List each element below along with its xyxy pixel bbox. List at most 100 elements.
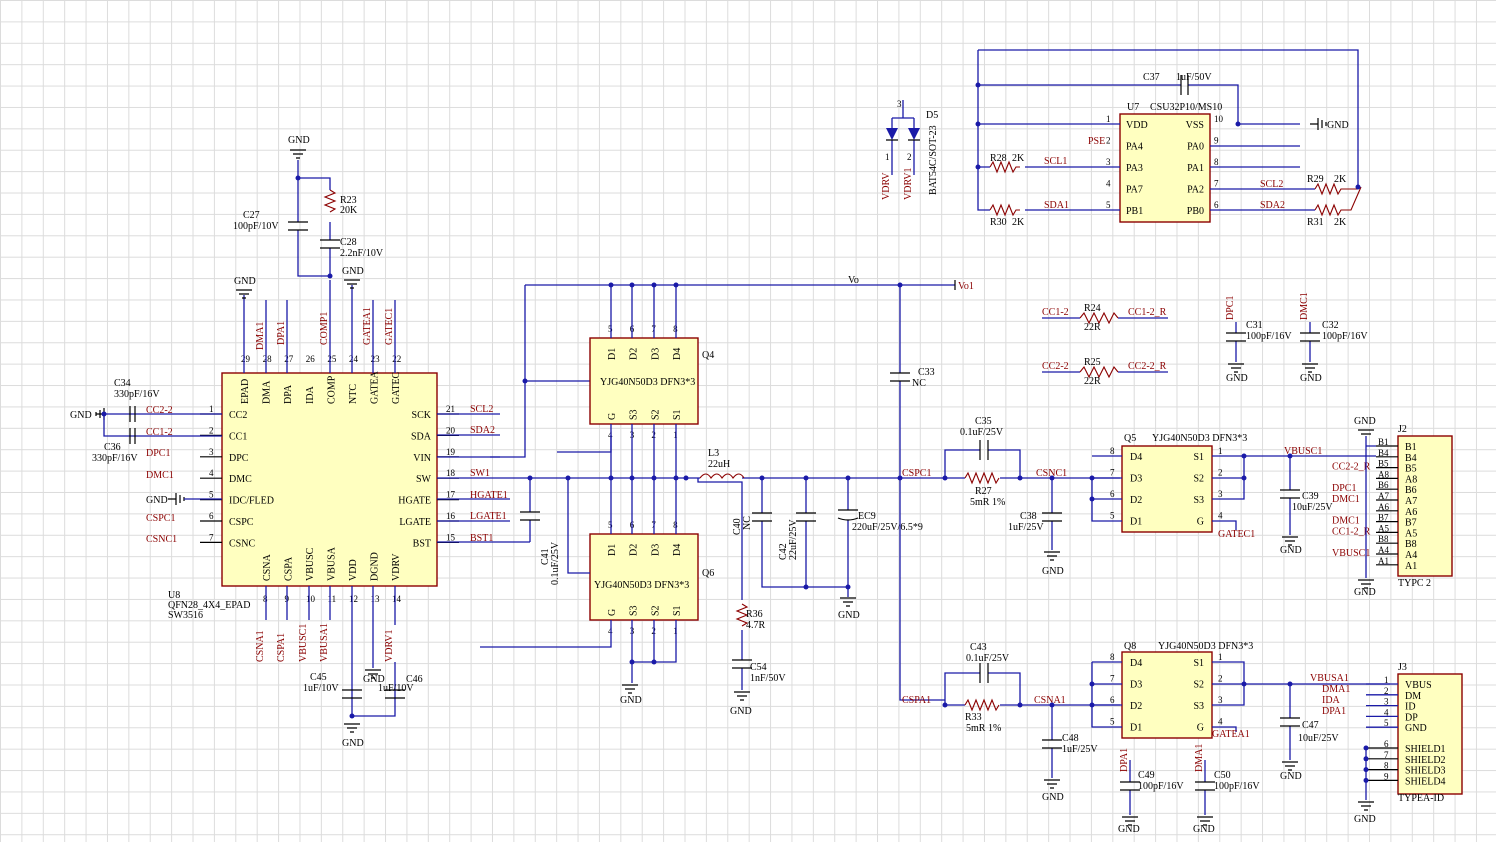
mos-pin-d3: D3: [650, 544, 661, 556]
a-port-current-sense: CSPA1 CSNA1 C43 0.1uF/25V R33 5mR 1% C48…: [902, 642, 1120, 803]
gnd-label-j3: GND: [1354, 814, 1376, 825]
mos-pin-d2: D2: [629, 348, 640, 360]
net-cc2-2r: CC2-2_R: [1128, 361, 1167, 372]
u8-pin-num: 14: [392, 594, 402, 604]
net-hgate1: HGATE1: [470, 490, 508, 501]
r36-ref: R36: [746, 609, 763, 620]
u7-pin-num: 10: [1214, 114, 1224, 124]
mos-pin-d2: D2: [629, 544, 640, 556]
u8-pin-num: 29: [241, 354, 251, 364]
r28-resistor: [989, 160, 1020, 174]
u8-left-nets: CC2-2 CC1-2 DPC1 DMC1 CSPC1 CSNC1 GND GN…: [70, 378, 222, 545]
c54-ref: C54: [750, 662, 767, 673]
c43-ref: C43: [970, 642, 987, 653]
c48-value: 1uF/25V: [1062, 744, 1098, 755]
q8-part: YJG40N50D3 DFN3*3: [1158, 641, 1253, 652]
c39-ref: C39: [1302, 491, 1319, 502]
mos-pin-d3: D3: [1130, 474, 1142, 485]
q6-part: YJG40N50D3 DFN3*3: [594, 580, 689, 591]
r24-resistor: [1079, 311, 1119, 325]
j3-pin-num: 4: [1384, 707, 1389, 717]
j2-pin-b1: B1: [1405, 442, 1417, 453]
comp-network: GND R23 20K C27 100pF/10V C28 2.2nF/10V: [233, 135, 384, 279]
u7-pin-num: 8: [1214, 157, 1219, 167]
j2-pin-a5: A5: [1405, 528, 1417, 539]
gnd-label-ntc: GND: [342, 266, 364, 277]
u8-pin-num: 3: [209, 447, 214, 457]
net-csna1: CSNA1: [255, 630, 266, 662]
u8-pin-gatea: GATEA: [370, 370, 381, 404]
u8-pin-num: 25: [327, 354, 337, 364]
net-cc1-2r: CC1-2_R: [1128, 307, 1167, 318]
u8-pin-sda: SDA: [411, 431, 432, 442]
j2-pin-num: B6: [1378, 480, 1389, 490]
net-dma1: DMA1: [255, 322, 266, 350]
u8-pin-num: 10: [306, 594, 316, 604]
d5-ref: D5: [926, 110, 938, 121]
mos-pin-d4: D4: [672, 348, 683, 360]
c45-value: 1uF/10V: [303, 683, 339, 694]
net-bst1: BST1: [470, 533, 493, 544]
net-scl1: SCL1: [1044, 156, 1067, 167]
c33-value: NC: [912, 378, 926, 389]
j3-part: TYPEA-ID: [1398, 793, 1444, 804]
net-scl2: SCL2: [470, 404, 493, 415]
r27-value: 5mR 1%: [970, 497, 1005, 508]
mos-pin-s2: S2: [650, 409, 661, 420]
c38-value: 1uF/25V: [1008, 522, 1044, 533]
j3-pin-dp: DP: [1405, 712, 1418, 723]
net-csna1-right: CSNA1: [1034, 695, 1066, 706]
u8-pin-dmc: DMC: [229, 474, 252, 485]
u8-pin-ida: IDA: [305, 385, 316, 404]
c54-value: 1nF/50V: [750, 673, 786, 684]
ec9-ref: EC9: [858, 511, 876, 522]
mos-pin-g: G: [607, 413, 618, 420]
mos-pin-num: 1: [1218, 446, 1223, 456]
q4-ref: Q4: [702, 350, 714, 361]
u8-pin-num: 12: [349, 594, 358, 604]
diode-d5: 3 1 2 D5 BAT54C/SOT-23 VDRV VDRV1: [881, 99, 939, 200]
u7-pin-pa2: PA2: [1187, 185, 1204, 196]
net-sda2-u7: SDA2: [1260, 200, 1285, 211]
u8-body: [221, 372, 438, 587]
u8-sw3516: QFN28_4X4_EPAD U8 SW3516 1CC22CC13DPC4DM…: [168, 354, 459, 621]
mos-pin-s1: S1: [1193, 452, 1204, 463]
net-sda2: SDA2: [470, 425, 495, 436]
gnd-label-c39: GND: [1280, 545, 1302, 556]
u8-pin-num: 17: [446, 490, 456, 500]
gnd-symbol-idc: [168, 493, 185, 505]
c32-ref: C32: [1322, 320, 1339, 331]
r36-value: 4.7R: [746, 620, 766, 631]
c27-value: 100pF/10V: [233, 221, 279, 232]
u8-package: QFN28_4X4_EPAD: [168, 600, 250, 611]
u8-pin-vdrv: VDRV: [391, 553, 402, 581]
u8-pin-num: 26: [306, 354, 316, 364]
u8-pin-num: 23: [371, 354, 381, 364]
u8-right-nets: SCL2 SDA2 SW1 HGATE1 LGATE1 BST1 C41 0.1…: [437, 285, 700, 585]
d5-net-vdrv: VDRV: [881, 172, 892, 200]
j2-pin-num: A1: [1378, 556, 1389, 566]
c38-ref: C38: [1020, 511, 1037, 522]
c47-ref: C47: [1302, 720, 1319, 731]
ec9-value: 220uF/25V/6.5*9: [852, 522, 923, 533]
r23-ref: R23: [340, 195, 357, 206]
mos-pin-g: G: [1197, 517, 1204, 528]
u7-pin-vss: VSS: [1186, 120, 1204, 131]
u7-pin-pb1: PB1: [1126, 206, 1143, 217]
mosfet-q8: Q8 YJG40N50D3 DFN3*3 D48S11D37S22D26S33D…: [1089, 641, 1390, 835]
r30-ref: R30: [990, 217, 1007, 228]
u8-pin-bst: BST: [413, 538, 431, 549]
r25-value: 22R: [1084, 376, 1101, 387]
j3-pin-num: 2: [1384, 686, 1389, 696]
u8-pin-dpa: DPA: [283, 384, 294, 404]
r31-ref: R31: [1307, 217, 1324, 228]
c48-ref: C48: [1062, 733, 1079, 744]
net-vbusc1-q5: VBUSC1: [1284, 446, 1322, 457]
j2-pin-num: A5: [1378, 523, 1389, 533]
net-vbusa1: VBUSA1: [319, 623, 330, 662]
net-vbusa1: VBUSA1: [1310, 673, 1349, 684]
j2-pin-a7: A7: [1405, 496, 1417, 507]
mos-pin-s3: S3: [1193, 495, 1204, 506]
mos-pin-num: 2: [1218, 468, 1223, 478]
